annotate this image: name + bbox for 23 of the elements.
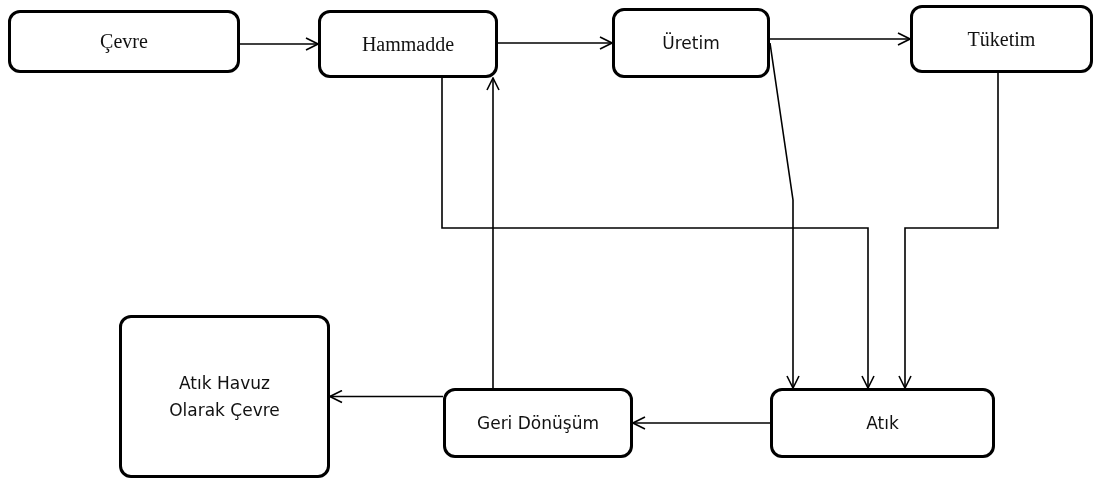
process-box: [910, 5, 1093, 73]
arrow: [441, 77, 875, 389]
process-box: [443, 388, 633, 458]
arrow: [329, 389, 444, 404]
node-label: Geri Dönüşüm: [477, 411, 599, 435]
arrow: [497, 36, 613, 50]
arrow: [898, 72, 999, 389]
node-label: Üretim: [662, 31, 720, 55]
process-box: [318, 10, 498, 78]
arrow: [486, 77, 500, 389]
arrow: [769, 42, 800, 389]
process-box: [612, 8, 770, 78]
node-label: Hammadde: [361, 31, 455, 57]
process-box: [119, 315, 330, 478]
arrow: [239, 37, 319, 51]
arrow: [769, 32, 911, 46]
node-label: Çevre: [100, 29, 148, 55]
arrow: [632, 416, 771, 430]
node-label: Atık Havuz Olarak Çevre: [168, 372, 281, 422]
node-label: Atık: [866, 411, 899, 435]
node-label: Tüketim: [967, 26, 1036, 52]
process-box: [770, 388, 995, 458]
process-box: [8, 10, 240, 73]
